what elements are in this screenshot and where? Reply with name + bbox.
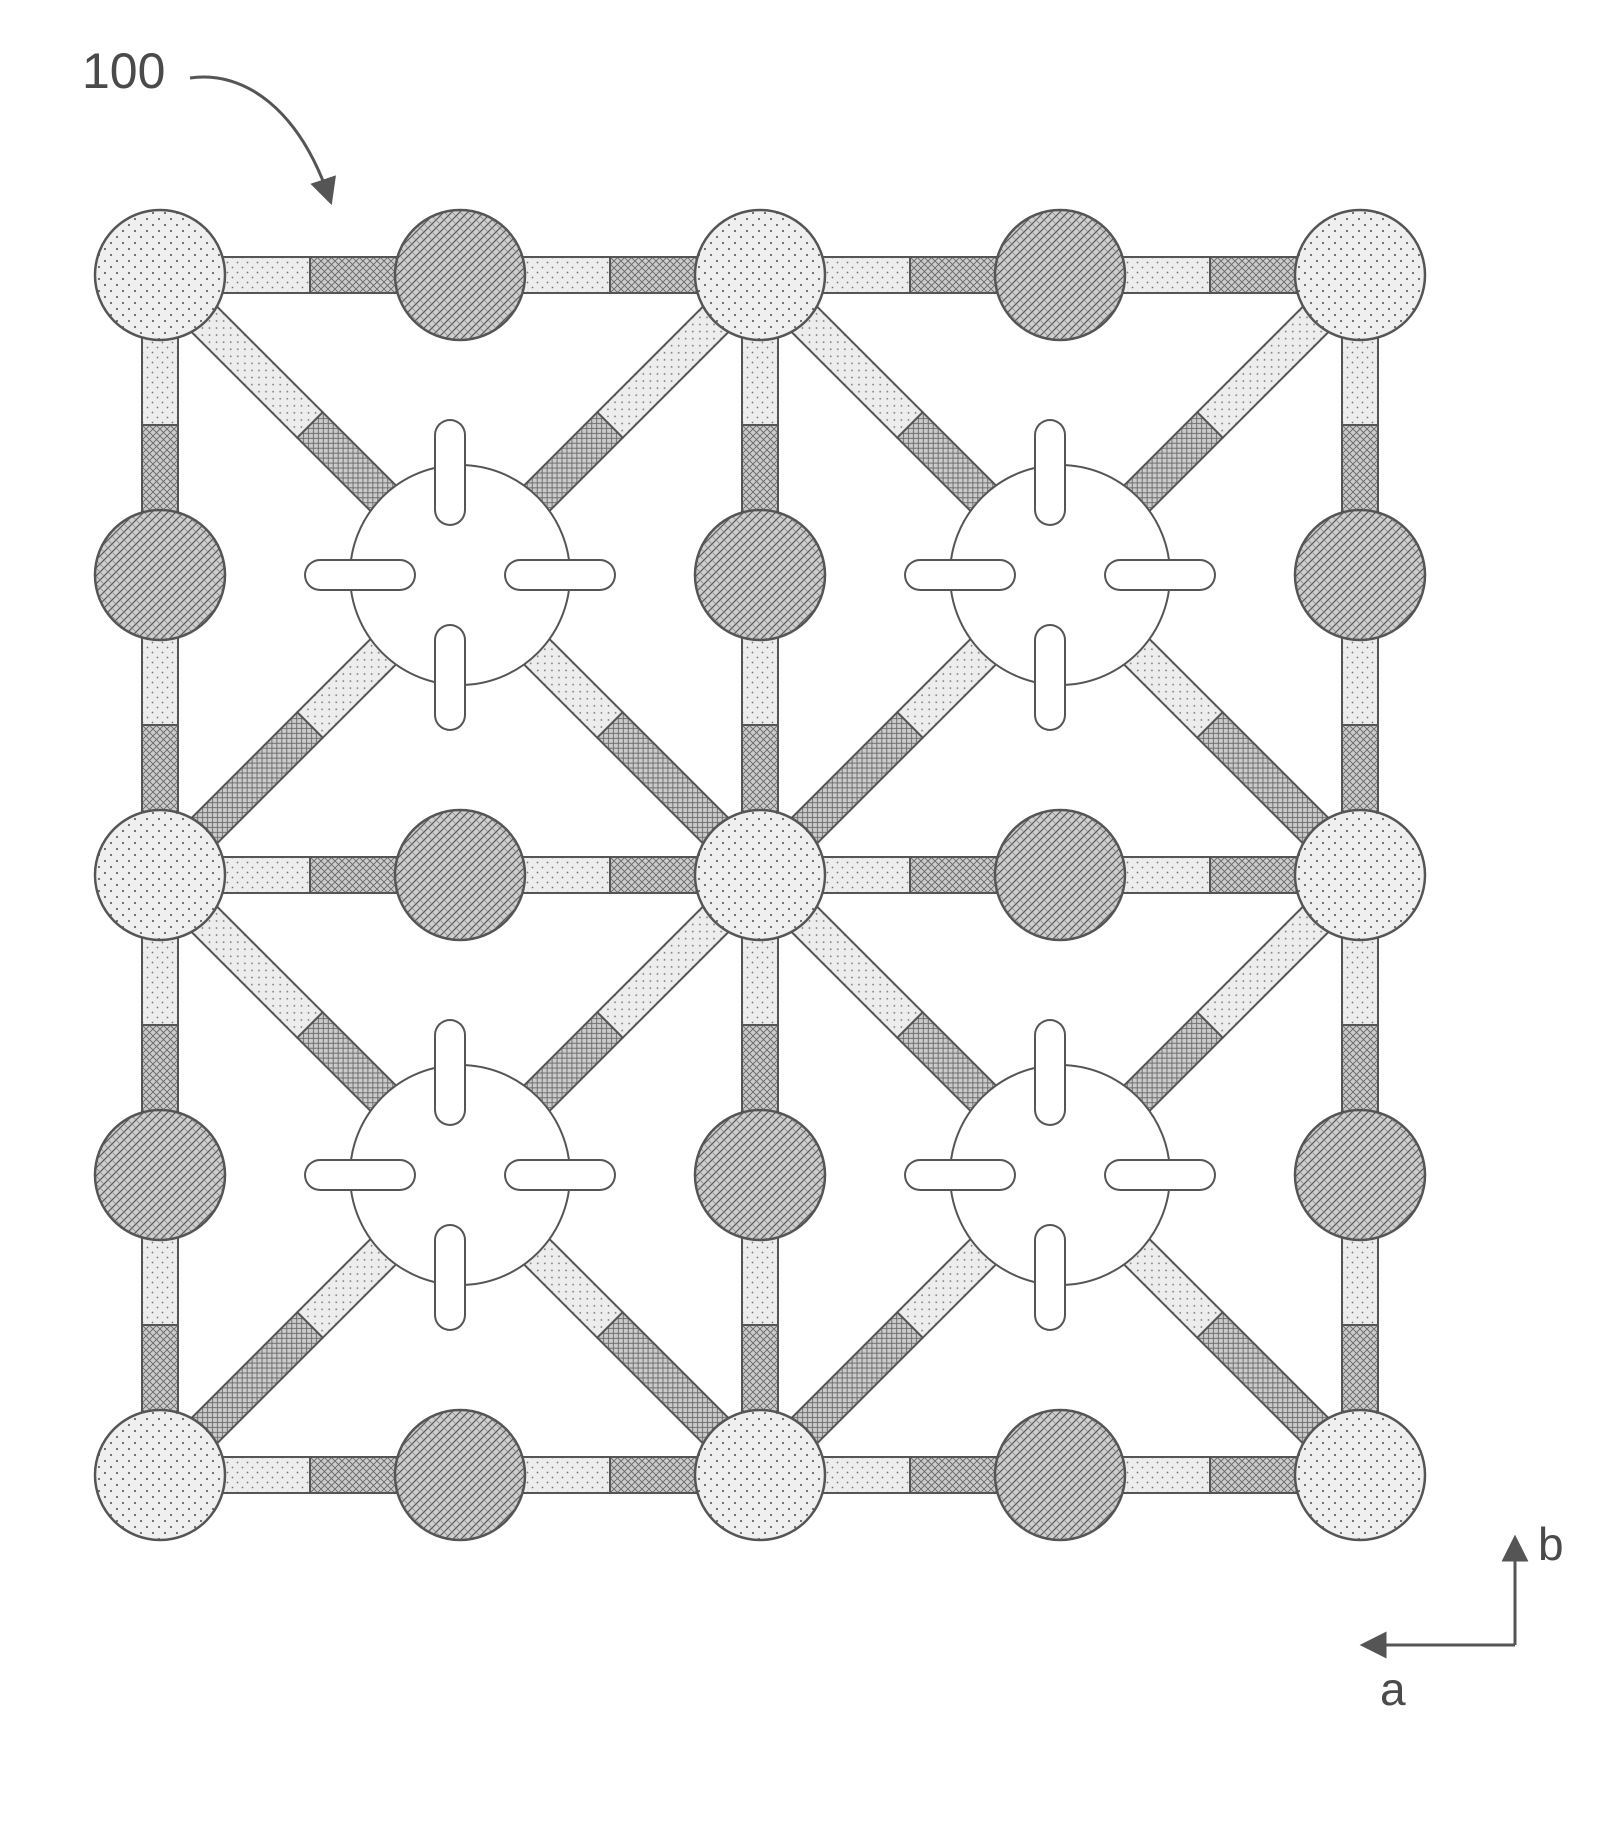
axis-label-b: b (1538, 1518, 1564, 1570)
atom-dark-0-3 (93, 1108, 227, 1242)
reference-leader-arrow-icon (189, 75, 336, 206)
atom-light-2-4 (693, 1408, 827, 1542)
atom-dark-3-2 (993, 808, 1127, 942)
atom-light-4-2 (1293, 808, 1427, 942)
atom-dark-4-3 (1293, 1108, 1427, 1242)
atom-light-4-4 (1293, 1408, 1427, 1542)
atom-light-0-2 (93, 808, 227, 942)
atom-dark-1-0 (393, 208, 527, 342)
atom-dark-1-2 (393, 808, 527, 942)
atom-dark-2-1 (693, 508, 827, 642)
atom-layer (93, 208, 1427, 1542)
atom-light-0-0 (93, 208, 227, 342)
atom-light-2-2 (693, 808, 827, 942)
atom-dark-3-4 (993, 1408, 1127, 1542)
atom-dark-3-0 (993, 208, 1127, 342)
axis-label-a: a (1380, 1663, 1406, 1715)
atom-dark-4-1 (1293, 508, 1427, 642)
atom-dark-0-1 (93, 508, 227, 642)
atom-light-4-0 (1293, 208, 1427, 342)
vacancy-layer (304, 419, 1216, 1331)
atom-light-0-4 (93, 1408, 227, 1542)
atom-dark-1-4 (393, 1408, 527, 1542)
atom-dark-2-3 (693, 1108, 827, 1242)
reference-numeral: 100 (82, 43, 165, 99)
atom-light-2-0 (693, 208, 827, 342)
